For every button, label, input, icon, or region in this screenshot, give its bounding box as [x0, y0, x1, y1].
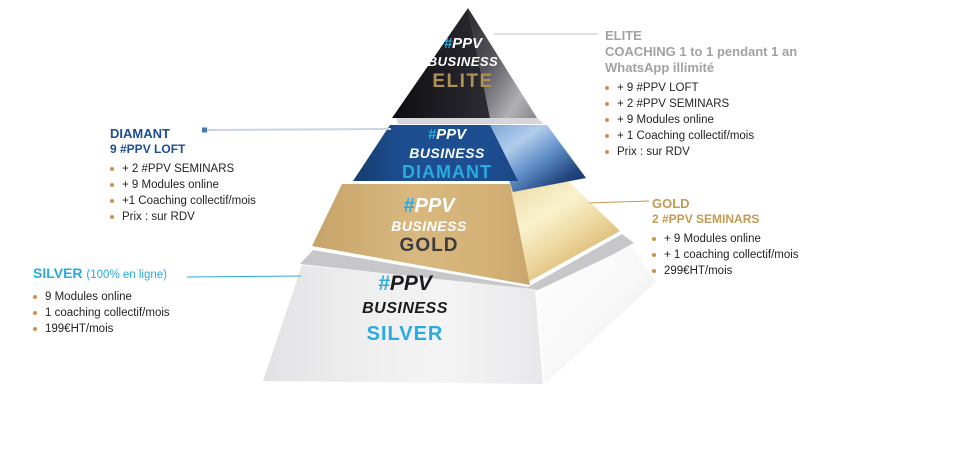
list-item: + 2 #PPV SEMINARS: [605, 96, 797, 112]
hash-glyph: #: [378, 272, 390, 295]
annotation-gold: GOLD 2 #PPV SEMINARS + 9 Modules online …: [652, 196, 799, 279]
silver-business-line: BUSINESS: [362, 300, 448, 317]
list-item: Prix : sur RDV: [110, 209, 256, 225]
silver-top-ledge: [300, 234, 634, 291]
bullet-dot-icon: [605, 150, 609, 154]
tier-silver-front: [263, 265, 543, 384]
elite-ppv-wordmark: #PPV: [443, 35, 483, 52]
list-item: + 1 coaching collectif/mois: [652, 247, 799, 263]
diamant-bullet-list: + 2 #PPV SEMINARS + 9 Modules online +1 …: [110, 161, 256, 225]
hash-glyph: #: [443, 35, 453, 52]
bullet-dot-icon: [652, 237, 656, 241]
gold-bullet-list: + 9 Modules online + 1 coaching collecti…: [652, 231, 799, 279]
gold-annotation-subheading: 2 #PPV SEMINARS: [652, 212, 760, 226]
bullet-dot-icon: [605, 86, 609, 90]
gold-ppv-wordmark: #PPV: [403, 195, 455, 217]
bullet-dot-icon: [33, 295, 37, 299]
list-item: + 9 Modules online: [652, 231, 799, 247]
hash-glyph: #: [427, 126, 437, 143]
silver-ppv-wordmark: #PPV: [378, 272, 432, 295]
diamant-business-line: BUSINESS: [409, 145, 485, 161]
elite-business-line: BUSINESS: [427, 54, 499, 69]
diamant-ppv-wordmark: #PPV: [427, 126, 467, 143]
list-item: + 9 Modules online: [605, 112, 797, 128]
elite-annotation-heading: ELITE COACHING 1 to 1 pendant 1 an Whats…: [605, 28, 797, 76]
bullet-dot-icon: [605, 134, 609, 138]
list-item: 9 Modules online: [33, 289, 170, 305]
elite-base-strip: [396, 118, 544, 124]
bullet-dot-icon: [110, 215, 114, 219]
tier-elite-facet: [468, 8, 537, 118]
list-item: + 1 Coaching collectif/mois: [605, 128, 797, 144]
list-item: 199€HT/mois: [33, 321, 170, 337]
bullet-dot-icon: [110, 167, 114, 171]
silver-tier-name: SILVER: [366, 323, 444, 345]
annotation-diamant: DIAMANT 9 #PPV LOFT + 2 #PPV SEMINARS + …: [110, 126, 256, 225]
diamant-annotation-heading: DIAMANT: [110, 126, 170, 141]
list-item: +1 Coaching collectif/mois: [110, 193, 256, 209]
elite-tier-name: ELITE: [432, 71, 494, 92]
silver-bullet-list: 9 Modules online 1 coaching collectif/mo…: [33, 289, 170, 337]
tier-label-silver: #PPV BUSINESS SILVER: [362, 272, 448, 347]
bullet-dot-icon: [33, 327, 37, 331]
gold-annotation-heading: GOLD: [652, 196, 690, 211]
diamant-tier-name: DIAMANT: [402, 162, 492, 182]
list-item: + 9 Modules online: [110, 177, 256, 193]
bullet-dot-icon: [605, 102, 609, 106]
gold-business-line: BUSINESS: [391, 218, 467, 234]
tier-gold-facet: [510, 179, 620, 282]
elite-heading-line: ELITE: [605, 28, 642, 43]
elite-bullet-list: + 9 #PPV LOFT + 2 #PPV SEMINARS + 9 Modu…: [605, 80, 797, 160]
tier-label-diamant: #PPV BUSINESS DIAMANT: [402, 126, 492, 182]
list-item: + 2 #PPV SEMINARS: [110, 161, 256, 177]
hash-glyph: #: [403, 195, 415, 217]
elite-heading-line: WhatsApp illimité: [605, 60, 715, 75]
list-item: 299€HT/mois: [652, 263, 799, 279]
list-item: 1 coaching collectif/mois: [33, 305, 170, 321]
elite-heading-line: COACHING 1 to 1 pendant 1 an: [605, 44, 798, 59]
annotation-silver: SILVER (100% en ligne) 9 Modules online …: [33, 265, 170, 337]
tier-elite-front: [392, 8, 490, 118]
tier-diamant-front: [353, 125, 518, 181]
list-item: Prix : sur RDV: [605, 144, 797, 160]
bullet-dot-icon: [110, 199, 114, 203]
leader-line-gold: [588, 200, 650, 204]
tier-label-gold: #PPV BUSINESS GOLD: [391, 196, 467, 256]
annotation-elite: ELITE COACHING 1 to 1 pendant 1 an Whats…: [605, 28, 797, 160]
bullet-dot-icon: [33, 311, 37, 315]
diamant-annotation-subheading: 9 #PPV LOFT: [110, 142, 186, 156]
tier-gold-front: [312, 184, 530, 285]
bullet-dot-icon: [605, 118, 609, 122]
tier-silver-facet: [536, 246, 656, 384]
leader-cap-diamant: [202, 127, 207, 133]
leader-line-diamant: [206, 128, 392, 131]
list-item: + 9 #PPV LOFT: [605, 80, 797, 96]
silver-heading-suffix: (100% en ligne): [86, 269, 167, 281]
bullet-dot-icon: [652, 269, 656, 273]
leader-line-silver: [186, 275, 302, 278]
bullet-dot-icon: [652, 253, 656, 257]
tier-label-elite: #PPV BUSINESS ELITE: [428, 35, 498, 93]
silver-annotation-heading: SILVER (100% en ligne): [33, 265, 167, 281]
gold-tier-name: GOLD: [399, 235, 459, 256]
bullet-dot-icon: [110, 183, 114, 187]
